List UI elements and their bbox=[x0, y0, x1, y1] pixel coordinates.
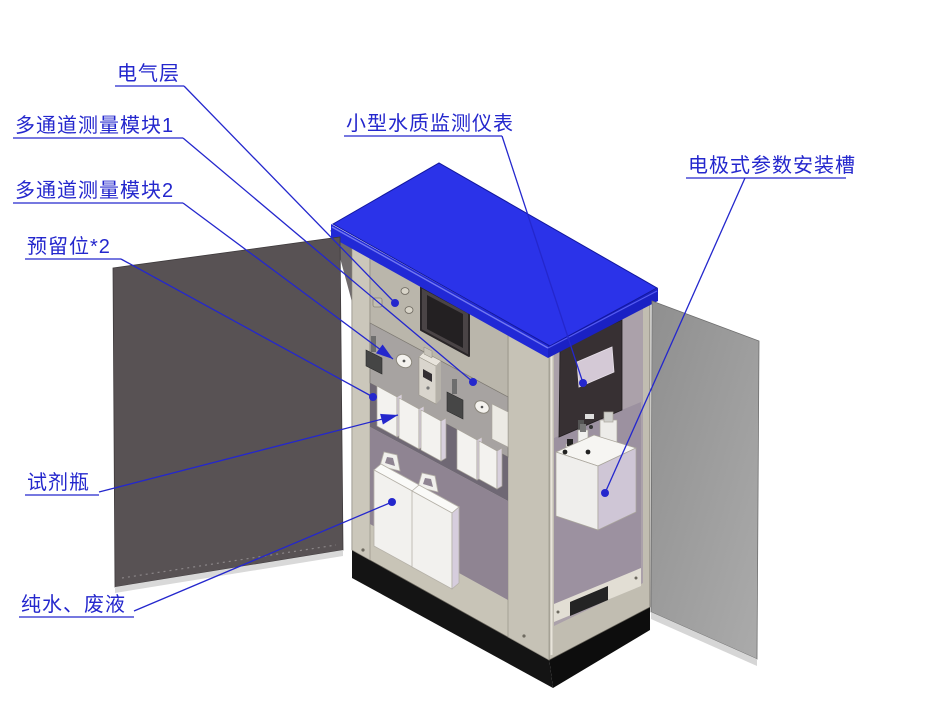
electrode-box-side bbox=[597, 447, 637, 531]
roof-top bbox=[331, 162, 659, 347]
right-compartment bbox=[554, 300, 643, 626]
valve-1-body bbox=[365, 349, 383, 375]
leader-reagent-bottle bbox=[98, 414, 399, 493]
label-electrode-slot: 电极式参数安装槽 bbox=[688, 154, 856, 177]
electrode-cyl-small-cap bbox=[567, 439, 573, 446]
leader-lines bbox=[13, 85, 846, 618]
front-right-pillar bbox=[507, 325, 550, 661]
dot-reserved-slots bbox=[369, 393, 377, 401]
jerrycans bbox=[373, 451, 460, 590]
right-slot-box bbox=[491, 403, 509, 448]
label-reserved-slots: 预留位*2 bbox=[27, 235, 111, 258]
wq-monitor-connector-2 bbox=[589, 425, 593, 429]
roof bbox=[331, 162, 659, 358]
cabinet-left-side-sliver bbox=[330, 230, 352, 302]
reagent-bottles bbox=[376, 385, 503, 490]
valve-2-body bbox=[446, 391, 464, 420]
base-right-face bbox=[549, 605, 650, 688]
dot-wq-monitor bbox=[579, 379, 587, 387]
right-sill-screw-1 bbox=[556, 610, 560, 614]
cabinet bbox=[330, 162, 659, 688]
right-door bbox=[650, 300, 760, 666]
label-electrical-layer: 电气层 bbox=[117, 62, 180, 85]
label-pure-water: 纯水、废液 bbox=[21, 593, 126, 616]
jerrycan-1-handle-hole bbox=[385, 457, 395, 466]
sill-screw-1 bbox=[361, 548, 365, 552]
leader-wq-monitor bbox=[501, 135, 584, 384]
left-door-panel bbox=[112, 236, 344, 588]
right-floor-cutout bbox=[570, 586, 608, 616]
label-module-2: 多通道测量模块2 bbox=[15, 179, 174, 202]
left-door bbox=[112, 236, 344, 593]
base-front-face bbox=[352, 548, 553, 688]
sill-screw-2 bbox=[522, 634, 526, 638]
panel-knob-1 bbox=[400, 287, 410, 295]
reagent-bottle-3 bbox=[420, 409, 447, 462]
roof-rim-highlight-se bbox=[547, 290, 658, 349]
left-door-perforation bbox=[121, 544, 337, 579]
reagent-bottle-5 bbox=[478, 440, 503, 490]
wq-monitor-screen bbox=[576, 346, 615, 388]
labels: 电气层 多通道测量模块1 多通道测量模块2 预留位*2 小型水质监测仪表 电极式… bbox=[15, 62, 856, 616]
cabinet-base bbox=[352, 548, 650, 688]
touchscreen-glass bbox=[427, 295, 463, 348]
right-sill-screw-2 bbox=[634, 576, 638, 580]
jerrycan-2-side bbox=[451, 506, 460, 590]
label-module-1: 多通道测量模块1 bbox=[15, 114, 174, 137]
leader-pure-water bbox=[133, 501, 393, 612]
electrode-cyl-mid-cap bbox=[580, 424, 586, 432]
electrode-cyl-large-cap bbox=[603, 411, 614, 423]
electrode-port-2 bbox=[585, 449, 591, 455]
leader-module-2 bbox=[182, 202, 394, 360]
electrode-box-front bbox=[555, 451, 599, 531]
arrow-module-2 bbox=[376, 344, 393, 359]
leader-electrical-layer bbox=[183, 85, 396, 304]
instrument-cap bbox=[423, 346, 433, 359]
roof-rim-highlight-sw bbox=[331, 226, 549, 349]
gauge-1-center bbox=[402, 359, 406, 363]
dot-electrode-slot bbox=[601, 489, 609, 497]
leader-markers bbox=[369, 299, 609, 506]
dot-module-1 bbox=[469, 378, 477, 386]
front-compartment bbox=[351, 242, 550, 661]
electrode-port-1 bbox=[562, 449, 568, 455]
valve-2-pin bbox=[452, 379, 457, 394]
label-wq-monitor: 小型水质监测仪表 bbox=[346, 112, 514, 135]
leader-electrode-slot bbox=[604, 177, 746, 494]
dot-electrical-layer bbox=[391, 299, 399, 307]
wq-monitor-label bbox=[585, 414, 594, 419]
panel-knob-2 bbox=[404, 306, 414, 314]
jerrycan-2-handle-hole bbox=[423, 478, 433, 487]
gauge-2-center bbox=[480, 405, 484, 409]
dot-pure-water bbox=[388, 498, 396, 506]
instrument-window bbox=[423, 369, 432, 382]
instrument-side bbox=[436, 361, 441, 404]
leader-module-1 bbox=[182, 137, 474, 383]
leader-reserved-slots bbox=[120, 258, 374, 398]
electrode-box bbox=[555, 411, 637, 531]
arrow-reagent-bottle bbox=[380, 413, 398, 425]
instrument-button bbox=[426, 386, 430, 390]
right-door-edge bbox=[651, 612, 757, 666]
jerrycan-2 bbox=[411, 472, 460, 590]
right-door-panel bbox=[650, 300, 760, 660]
label-reagent-bottle: 试剂瓶 bbox=[27, 471, 90, 494]
